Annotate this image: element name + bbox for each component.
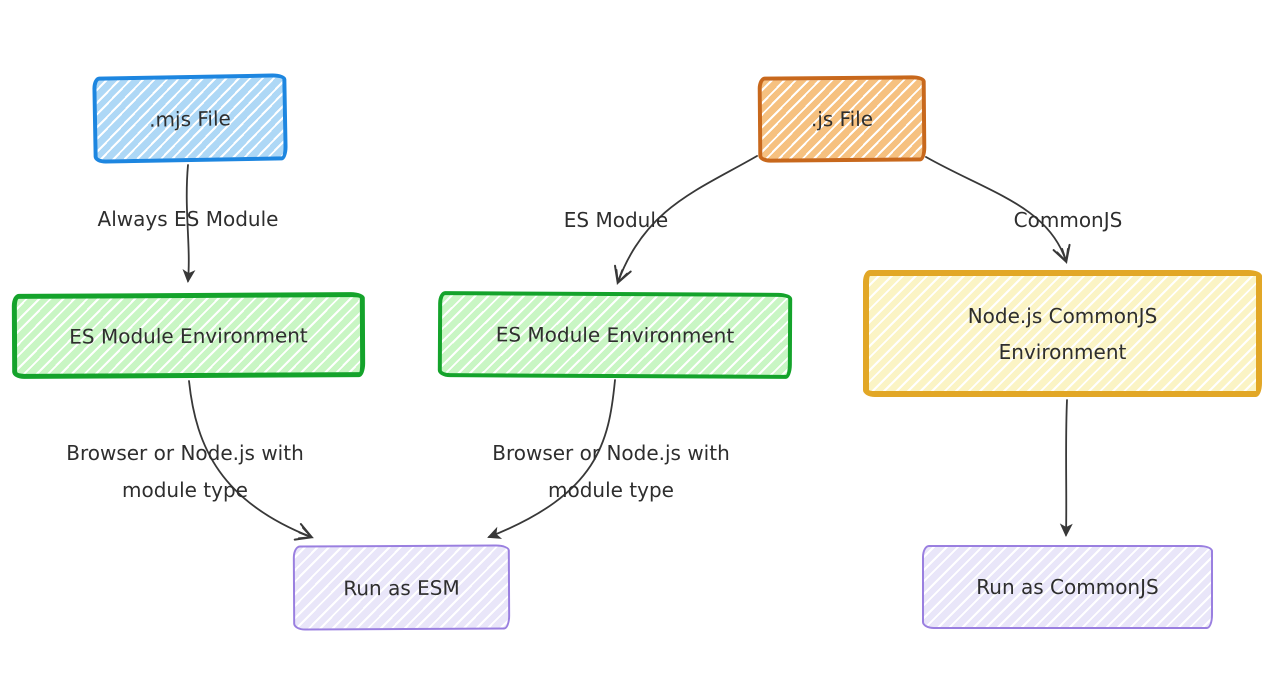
- edge-mjs-to-esm-left: [182, 164, 196, 284]
- edge-esm-mid-to-run-esm: [487, 379, 616, 539]
- node-run-as-commonjs-label: Run as CommonJS: [976, 575, 1159, 599]
- node-js-file-label: .js File: [810, 106, 874, 132]
- edge-label-es-module: ES Module: [563, 208, 669, 232]
- node-nodejs-commonjs-environment: Node.js CommonJS Environment: [863, 270, 1262, 397]
- edge-cjs-env-to-run-cjs: [1059, 399, 1073, 538]
- edge-js-to-esm-mid: [614, 155, 758, 285]
- node-mjs-file: .mjs File: [92, 73, 288, 164]
- edge-label-browser-or-nodejs-middle: Browser or Node.js with module type: [492, 441, 730, 502]
- edge-js-to-cjs-env: [925, 156, 1071, 264]
- edge-label-commonjs: CommonJS: [1013, 208, 1123, 232]
- node-run-as-commonjs: Run as CommonJS: [922, 545, 1213, 629]
- edge-label-always-es-module: Always ES Module: [97, 207, 279, 231]
- edge-esm-left-to-run-esm: [188, 380, 314, 541]
- node-nodejs-commonjs-environment-label: Node.js CommonJS Environment: [967, 303, 1158, 364]
- node-run-as-esm: Run as ESM: [292, 544, 511, 631]
- node-esm-environment-middle: ES Module Environment: [437, 291, 793, 379]
- node-mjs-file-label: .mjs File: [148, 105, 232, 132]
- node-esm-environment-left: ES Module Environment: [11, 292, 366, 379]
- node-esm-environment-middle-label: ES Module Environment: [495, 322, 735, 348]
- edge-label-browser-or-nodejs-left: Browser or Node.js with module type: [66, 441, 304, 502]
- node-run-as-esm-label: Run as ESM: [343, 575, 460, 600]
- node-js-file: .js File: [757, 75, 927, 163]
- node-esm-environment-left-label: ES Module Environment: [69, 322, 308, 349]
